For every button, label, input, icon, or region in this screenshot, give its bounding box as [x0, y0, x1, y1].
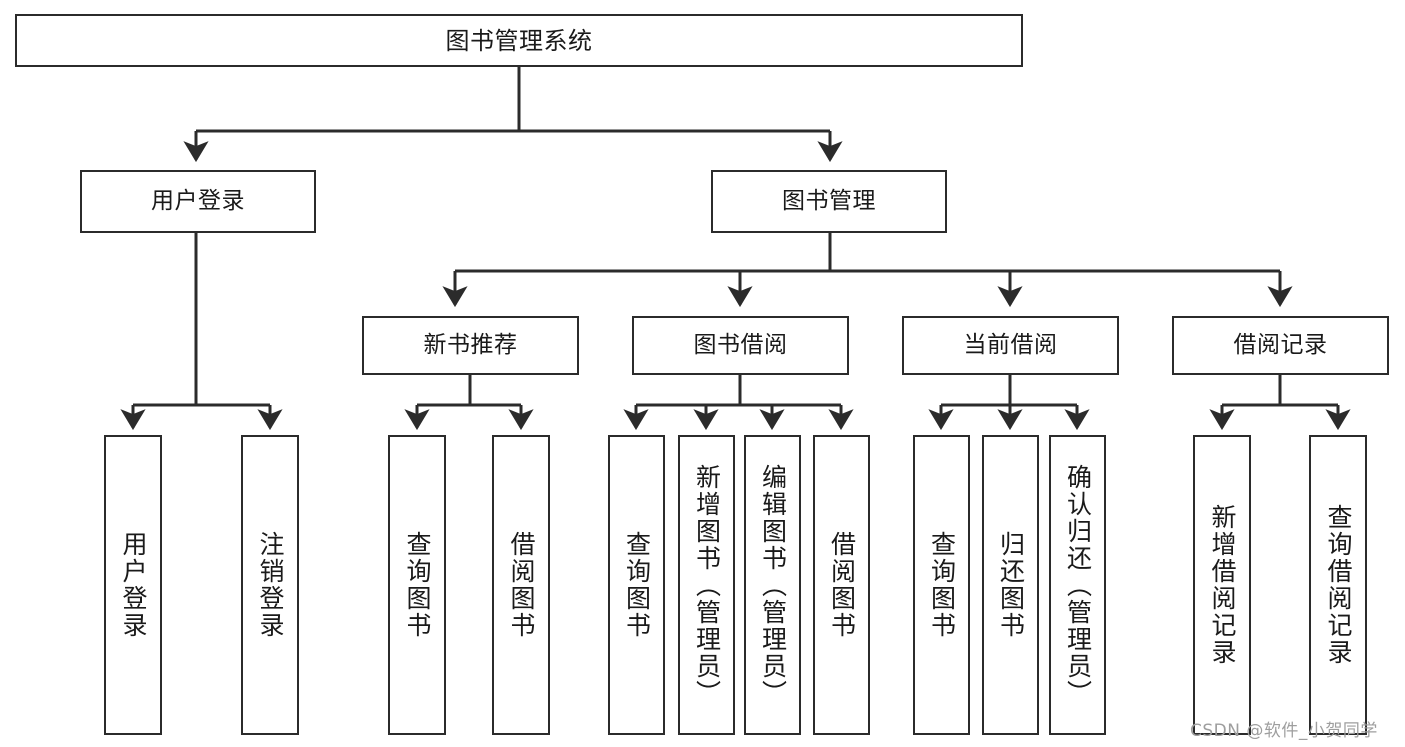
leaf-user-login-logout[interactable]: 注销登录: [241, 435, 299, 735]
node-label: 查询借阅记录: [1324, 504, 1353, 666]
leaf-current-query-book[interactable]: 查询图书: [913, 435, 970, 735]
node-label: 用户登录: [151, 188, 245, 214]
node-label: 借阅记录: [1233, 332, 1328, 358]
node-label: 新增图书（管理员）: [692, 463, 722, 707]
node-label: 新书推荐: [423, 332, 518, 358]
node-label: 图书借阅: [693, 332, 788, 358]
node-label: 编辑图书（管理员）: [758, 463, 788, 707]
node-label: 借阅图书: [827, 531, 857, 639]
node-label: 查询图书: [403, 531, 432, 639]
leaf-borrow-query-book[interactable]: 查询图书: [608, 435, 665, 735]
leaf-record-add-record[interactable]: 新增借阅记录: [1193, 435, 1251, 735]
leaf-recommend-borrow-book[interactable]: 借阅图书: [492, 435, 550, 735]
leaf-recommend-query-book[interactable]: 查询图书: [388, 435, 446, 735]
node-borrow-record[interactable]: 借阅记录: [1172, 316, 1389, 375]
node-label: 图书管理系统: [445, 26, 593, 55]
node-user-login[interactable]: 用户登录: [80, 170, 316, 233]
leaf-current-return-book[interactable]: 归还图书: [982, 435, 1039, 735]
leaf-borrow-borrow-book[interactable]: 借阅图书: [813, 435, 870, 735]
node-label: 借阅图书: [507, 531, 536, 639]
leaf-borrow-edit-book[interactable]: 编辑图书（管理员）: [744, 435, 801, 735]
leaf-user-login-login[interactable]: 用户登录: [104, 435, 162, 735]
node-new-book-recommend[interactable]: 新书推荐: [362, 316, 579, 375]
node-label: 查询图书: [927, 531, 957, 639]
node-label: 查询图书: [622, 531, 652, 639]
leaf-current-confirm-return[interactable]: 确认归还（管理员）: [1049, 435, 1106, 735]
node-root-system[interactable]: 图书管理系统: [15, 14, 1023, 67]
node-label: 确认归还（管理员）: [1063, 463, 1093, 707]
node-label: 归还图书: [996, 531, 1026, 639]
node-book-borrow[interactable]: 图书借阅: [632, 316, 849, 375]
node-label: 新增借阅记录: [1208, 504, 1237, 666]
csdn-watermark: CSDN @软件_小贺同学: [1190, 721, 1378, 741]
node-book-management[interactable]: 图书管理: [711, 170, 947, 233]
leaf-borrow-add-book[interactable]: 新增图书（管理员）: [678, 435, 735, 735]
node-label: 用户登录: [119, 531, 148, 639]
node-label: 图书管理: [782, 188, 876, 214]
leaf-record-query-record[interactable]: 查询借阅记录: [1309, 435, 1367, 735]
node-label: 注销登录: [256, 531, 285, 639]
node-current-borrow[interactable]: 当前借阅: [902, 316, 1119, 375]
node-label: 当前借阅: [963, 332, 1058, 358]
